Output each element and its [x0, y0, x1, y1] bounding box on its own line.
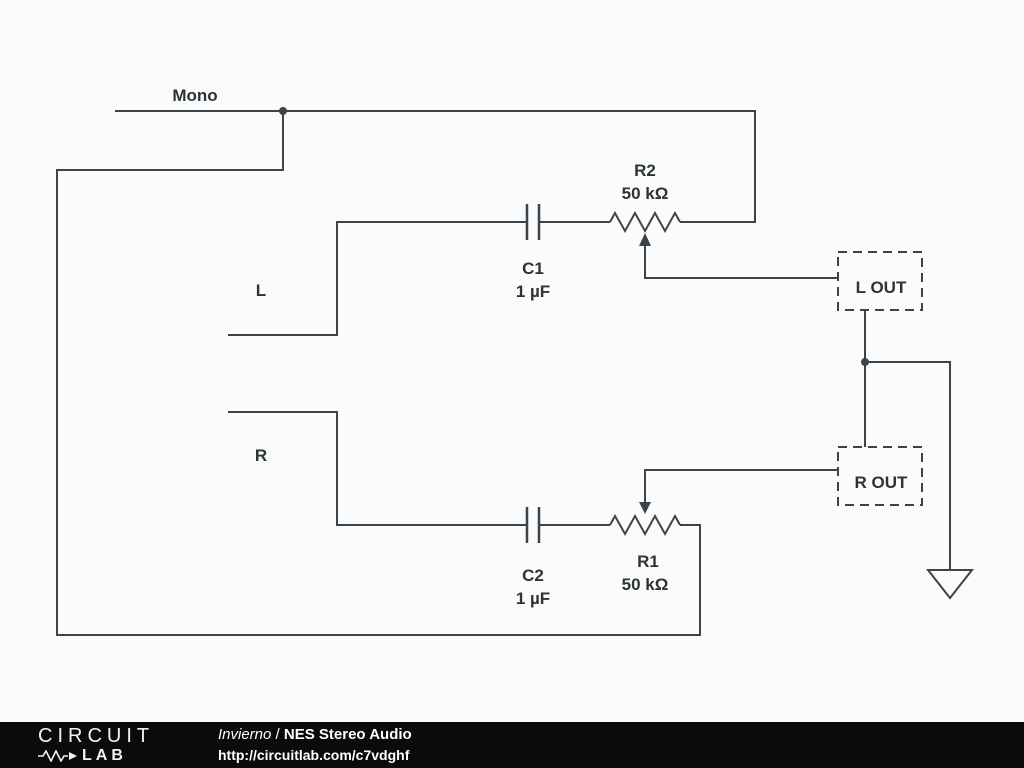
r1-value-label: 50 kΩ [622, 575, 669, 594]
c1-name-label: C1 [522, 259, 544, 278]
mono-loop-wire [56, 111, 701, 636]
r1-name-label: R1 [637, 552, 659, 571]
c1-capacitor [525, 204, 541, 240]
logo-resistor-icon [38, 750, 77, 762]
mono-junction-dot [279, 107, 287, 115]
c2-capacitor [525, 507, 541, 543]
footer-bar: CIRCUIT LAB Invierno / NES Stereo Audio … [0, 722, 1024, 768]
l-out-box [837, 251, 923, 311]
r-out-label: R OUT [855, 473, 909, 492]
c2-value-label: 1 µF [516, 589, 550, 608]
r2-wiper-arrow [639, 233, 651, 246]
circuit-url-link[interactable]: http://circuitlab.com/c7vdghf [218, 746, 410, 763]
c2-name-label: C2 [522, 566, 544, 585]
r-out-box [837, 446, 923, 506]
mono-wire [115, 110, 756, 223]
l-input-label: L [256, 281, 266, 300]
footer-text-block: Invierno / NES Stereo Audio http://circu… [218, 725, 412, 764]
r2-value-label: 50 kΩ [622, 184, 669, 203]
logo-text-lab: LAB [82, 747, 127, 764]
ground-wire [865, 361, 951, 570]
author-name: Invierno [218, 726, 272, 744]
l-out-label: L OUT [856, 278, 907, 297]
schematic-canvas: Mono L R C1 1 µF R2 50 kΩ C2 1 µF R1 50 … [56, 86, 975, 636]
r-input-wire [228, 411, 527, 526]
r1-potentiometer [609, 513, 681, 537]
logo-text-circuit: CIRCUIT [38, 725, 155, 747]
mono-label: Mono [172, 86, 217, 105]
circuitlab-logo: CIRCUIT LAB [38, 726, 188, 764]
r-input-label: R [255, 446, 267, 465]
r2-wiper-wire [644, 246, 838, 279]
r2-name-label: R2 [634, 161, 656, 180]
l-input-wire [228, 221, 527, 336]
title-separator: / [275, 726, 280, 744]
r2-potentiometer [609, 210, 681, 234]
r1-wiper-wire [644, 469, 838, 502]
ground-symbol [925, 569, 975, 600]
r1-wiper-arrow [639, 502, 651, 514]
circuit-title: NES Stereo Audio [283, 726, 412, 744]
c1-value-label: 1 µF [516, 282, 550, 301]
